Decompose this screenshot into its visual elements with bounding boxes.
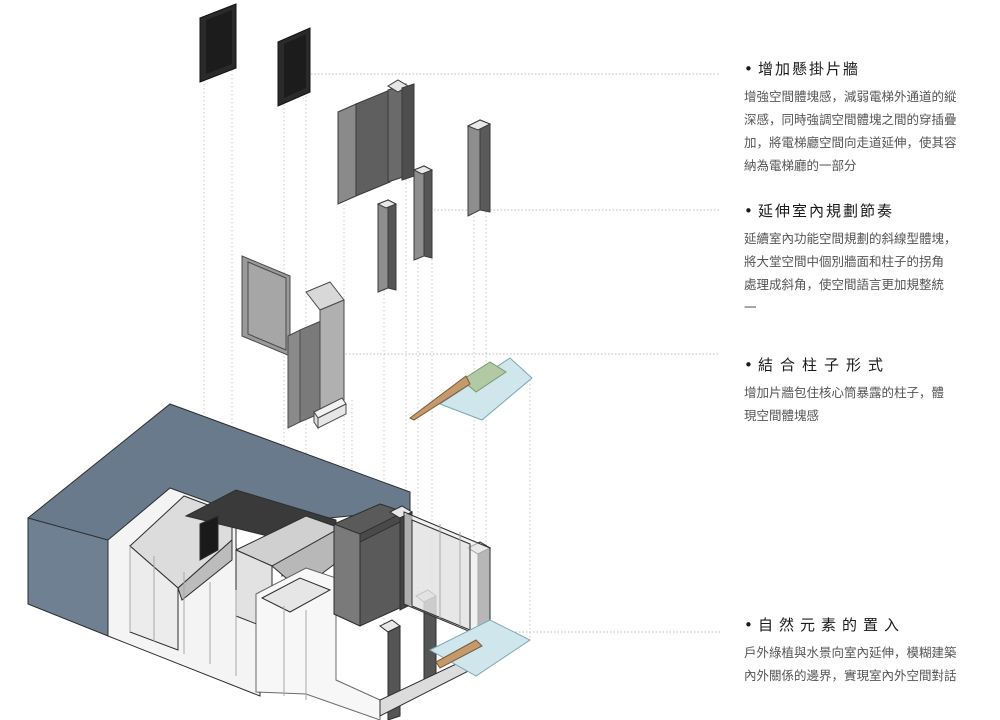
base-mullions <box>129 524 461 700</box>
annotation-title-text: 增加懸掛片牆 <box>758 60 861 78</box>
annotation-line: 延續室內功能空間規劃的斜線型體塊， <box>744 231 957 246</box>
mid-grey-wall-panels <box>241 255 347 430</box>
annotation-line: 增加片牆包住核心筒暴露的柱子，體 <box>744 385 945 400</box>
annotation-line: 深感，同時強調空間體塊之間的穿插疊 <box>744 112 957 127</box>
annotation-title-text: 延伸室內規劃節奏 <box>758 202 895 220</box>
annotation-line: 戶外綠植與水景向室內延伸，模糊建築 <box>744 645 957 660</box>
annotation-interior-rhythm: •延伸室內規劃節奏 延續室內功能空間規劃的斜線型體塊， 將大堂空間中個別牆面和柱… <box>744 200 980 319</box>
annotation-hanging-walls: •增加懸掛片牆 增強空間體塊感，減弱電梯外通道的縱 深感，同時強調空間體塊之間的… <box>744 58 980 177</box>
bullet-icon: • <box>744 202 755 220</box>
natural-element-layer <box>409 357 533 421</box>
annotation-line: 加，將電梯廳空間向走道延伸，使其容 <box>744 135 957 150</box>
annotation-title: •自然元素的置入 <box>744 614 980 635</box>
annotation-line: 內外關係的邊界，實現室內外空間對話 <box>744 668 957 683</box>
bullet-icon: • <box>744 60 755 78</box>
annotation-line: 將大堂空間中個別牆面和柱子的拐角 <box>744 254 945 269</box>
base-building <box>27 403 531 720</box>
exploded-axonometric-drawing <box>27 3 720 720</box>
annotation-column-form: •結合柱子形式 增加片牆包住核心筒暴露的柱子，體 現空間體塊感 <box>744 354 980 427</box>
annotation-line: 納為電梯廳的一部分 <box>744 158 857 173</box>
hanging-wall-panels <box>199 3 311 107</box>
annotation-title: •延伸室內規劃節奏 <box>744 200 980 221</box>
annotation-title-text: 結合柱子形式 <box>758 356 891 374</box>
annotation-title: •增加懸掛片牆 <box>744 58 980 79</box>
annotation-natural-elements: •自然元素的置入 戶外綠植與水景向室內延伸，模糊建築 內外關係的邊界，實現室內外… <box>744 614 980 687</box>
grey-column-walls <box>337 79 492 293</box>
annotation-line: 增強空間體塊感，減弱電梯外通道的縱 <box>744 89 957 104</box>
annotation-line: 現空間體塊感 <box>744 408 820 423</box>
annotation-title: •結合柱子形式 <box>744 354 980 375</box>
annotation-title-text: 自然元素的置入 <box>758 616 906 634</box>
bullet-icon: • <box>744 616 759 634</box>
bullet-icon: • <box>744 356 760 374</box>
annotation-line: 處理成斜角，使空間語言更加規整統 <box>744 277 945 292</box>
annotation-line: 一 <box>744 300 757 315</box>
